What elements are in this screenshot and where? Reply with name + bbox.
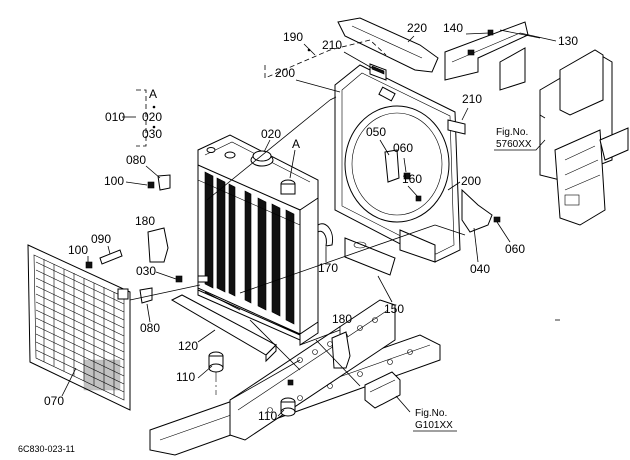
callout-170: 170 bbox=[318, 261, 338, 275]
callout-040: 040 bbox=[470, 262, 490, 276]
radiator-screen bbox=[27, 244, 131, 411]
leader-lines bbox=[122, 29, 560, 413]
callout-110-left: 110 bbox=[176, 370, 195, 384]
figure-ref-g101xx: Fig.No. G101XX bbox=[413, 408, 457, 432]
view-marker-a-group: A bbox=[149, 87, 157, 101]
radiator-core bbox=[197, 134, 319, 346]
fig-ref-code-upper: 5760XX bbox=[496, 139, 532, 150]
shroud-brace bbox=[461, 188, 501, 233]
upper-cover bbox=[337, 17, 439, 73]
callout-210-upper: 210 bbox=[322, 38, 342, 52]
diagram-code: 6C830-023-11 bbox=[18, 444, 75, 454]
callout-labels: 010 020 030 A 020 A 080 100 180 090 100 … bbox=[44, 21, 578, 423]
callout-030-drain: 030 bbox=[136, 264, 156, 278]
fig-ref-code-lower: G101XX bbox=[415, 420, 453, 431]
callout-150: 150 bbox=[384, 302, 404, 316]
fig-ref-label-lower: Fig.No. bbox=[415, 408, 447, 419]
callout-200-right: 200 bbox=[461, 174, 481, 188]
callout-180-right: 180 bbox=[332, 312, 352, 326]
callout-140: 140 bbox=[443, 21, 463, 35]
callout-200-upper: 200 bbox=[275, 66, 295, 80]
seal-parts bbox=[369, 63, 466, 135]
mount-cushions bbox=[208, 351, 296, 417]
callout-090: 090 bbox=[91, 232, 111, 246]
callout-050: 050 bbox=[366, 125, 386, 139]
support-bracket bbox=[444, 21, 529, 91]
callout-020-cap: 020 bbox=[261, 127, 281, 141]
callout-030-group: 030 bbox=[142, 127, 162, 141]
rubber-strip bbox=[170, 294, 277, 363]
callout-120: 120 bbox=[178, 339, 198, 353]
callout-060-lower: 060 bbox=[505, 242, 525, 256]
callout-070: 070 bbox=[44, 394, 64, 408]
figure-ref-5760xx: Fig.No. 5760XX bbox=[494, 127, 546, 151]
fan-shroud bbox=[334, 64, 461, 263]
callout-220: 220 bbox=[407, 21, 427, 35]
right-frame bbox=[539, 49, 629, 226]
hose-and-clip bbox=[317, 223, 396, 276]
callout-160: 160 bbox=[402, 172, 422, 186]
view-marker-a-radiator: A bbox=[292, 137, 300, 151]
callout-110-right: 110 bbox=[258, 409, 277, 423]
callout-020-group: 020 bbox=[142, 110, 162, 124]
callout-060-upper: 060 bbox=[393, 141, 413, 155]
callout-180-left: 180 bbox=[135, 214, 155, 228]
callout-010: 010 bbox=[105, 110, 125, 124]
callout-100-lower: 100 bbox=[68, 243, 88, 257]
fasteners bbox=[85, 29, 494, 386]
callout-080-lower: 080 bbox=[140, 321, 160, 335]
callout-210-right: 210 bbox=[462, 92, 482, 106]
side-brackets bbox=[147, 227, 351, 369]
fig-ref-label-upper: Fig.No. bbox=[496, 127, 528, 138]
callout-100-upper: 100 bbox=[104, 174, 124, 188]
callout-130: 130 bbox=[558, 34, 578, 48]
callout-080-upper: 080 bbox=[126, 153, 146, 167]
callout-190: 190 bbox=[283, 30, 303, 44]
lower-frame bbox=[149, 299, 441, 456]
